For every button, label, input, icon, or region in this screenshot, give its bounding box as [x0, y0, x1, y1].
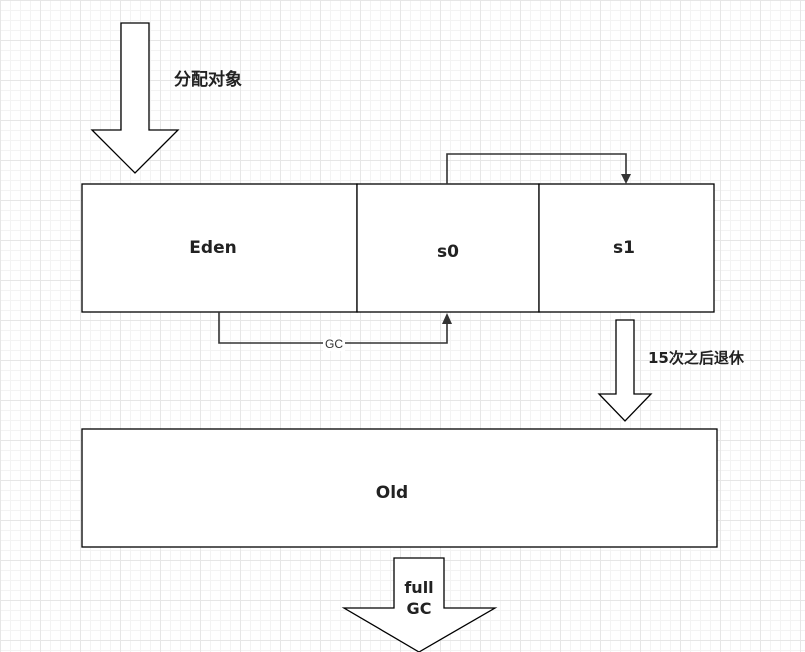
- s0-to-s1-connector: [446, 153, 627, 184]
- old-box: [81, 428, 718, 548]
- full-gc-arrow: [341, 557, 498, 652]
- s1-arrowhead: [621, 174, 631, 184]
- s1-box: [538, 183, 715, 313]
- allocate-label: 分配对象: [174, 70, 242, 90]
- eden-label: Eden: [189, 238, 237, 258]
- retire-arrow: [597, 319, 653, 422]
- eden-box: [81, 183, 358, 313]
- allocate-arrow: [90, 22, 180, 174]
- full-gc-label: full GC: [404, 577, 433, 619]
- full-gc-label-line2: GC: [406, 599, 432, 618]
- s0-label: s0: [437, 242, 459, 262]
- s0-box: [356, 183, 540, 313]
- retire-label: 15次之后退休: [648, 349, 744, 367]
- gc-label: GC: [323, 337, 345, 351]
- s1-label: s1: [613, 238, 635, 258]
- full-gc-label-line1: full: [404, 578, 434, 597]
- s0-arrowhead: [442, 313, 452, 324]
- old-label: Old: [375, 483, 409, 503]
